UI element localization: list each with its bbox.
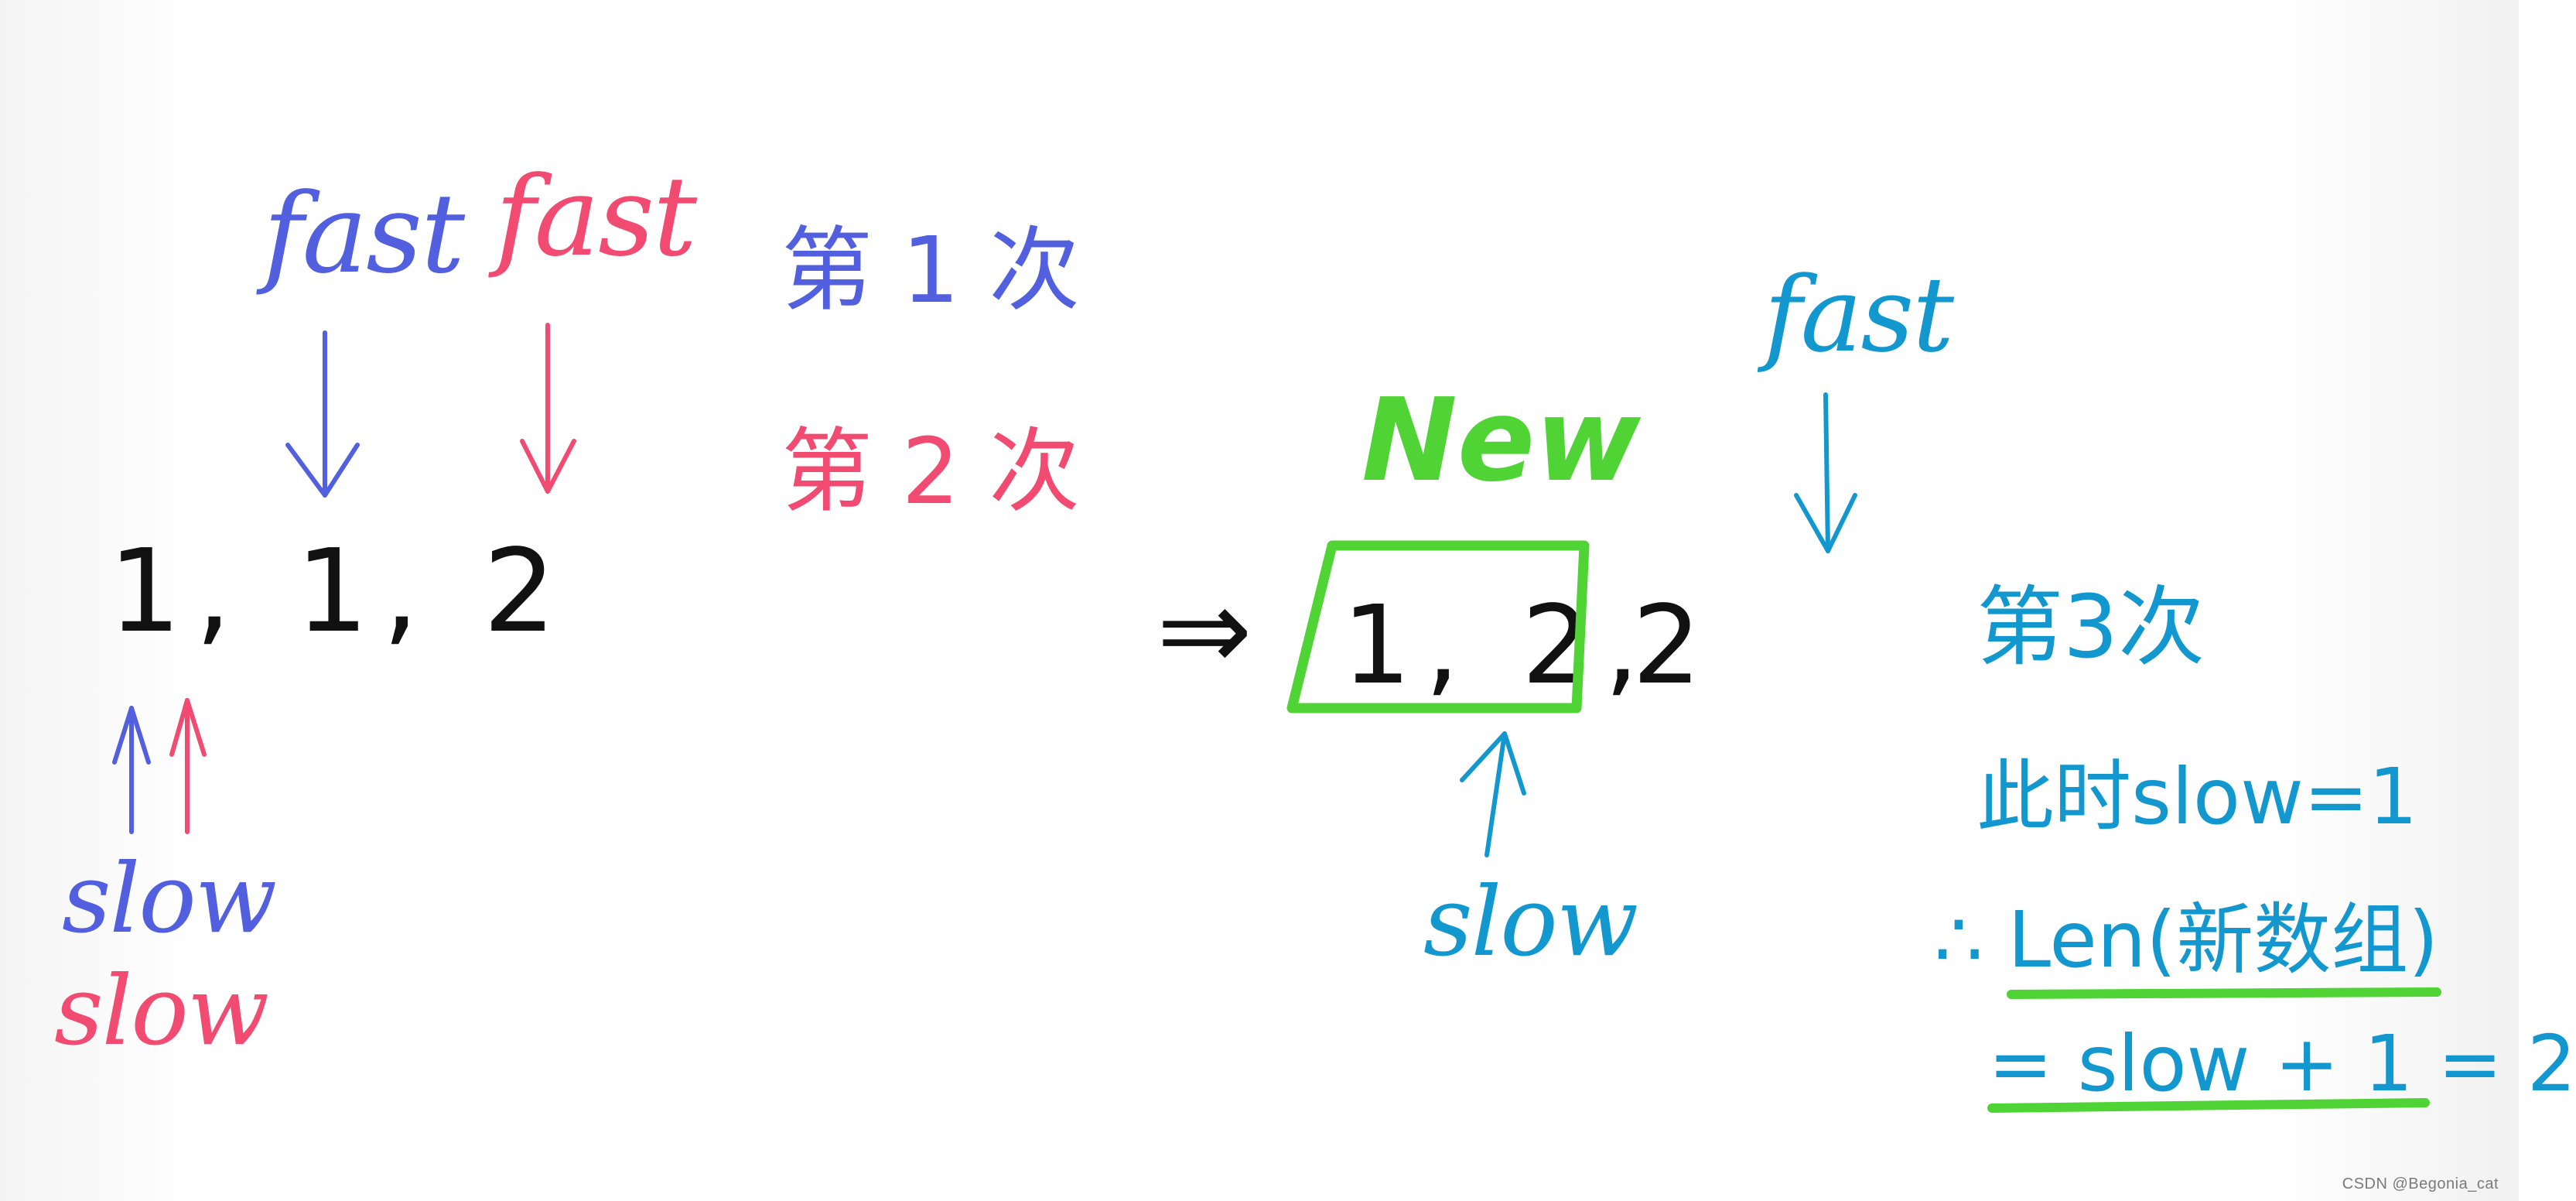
slow-label-blue: slow bbox=[62, 843, 277, 955]
round-1-label: 第 1 次 bbox=[781, 217, 1081, 323]
teal-fast-arrow bbox=[1794, 392, 1857, 553]
watermark: CSDN @Begonia_cat bbox=[2342, 1175, 2499, 1192]
original-array: 1, 1, 2 bbox=[108, 525, 570, 658]
fast-label-blue: fast bbox=[263, 170, 465, 298]
pink-fast-arrow bbox=[520, 323, 576, 494]
new-label: New bbox=[1361, 374, 1641, 507]
fast-label-pink: fast bbox=[495, 153, 697, 281]
diagram-strokes bbox=[112, 323, 2441, 1113]
blue-slow-arrow bbox=[112, 706, 151, 834]
round-3-label: 第3次 bbox=[1976, 577, 2205, 678]
note-length-result: = slow + 1 = 2 bbox=[1988, 1018, 2576, 1109]
round-2-label: 第 2 次 bbox=[781, 418, 1081, 525]
blue-fast-arrow bbox=[285, 330, 360, 498]
slow-label-pink: slow bbox=[54, 956, 269, 1067]
note-underlines bbox=[1987, 987, 2441, 1113]
teal-slow-arrow bbox=[1460, 731, 1526, 857]
slow-label-teal: slow bbox=[1423, 867, 1638, 978]
implies-arrow: ⇒ bbox=[1156, 563, 1253, 696]
note-slow-value: 此时slow=1 bbox=[1976, 751, 2418, 842]
new-array-tail: 2 bbox=[1632, 583, 1702, 709]
pink-slow-arrow bbox=[169, 698, 207, 834]
new-array-boxed: 1, 2, bbox=[1342, 583, 1653, 709]
note-length-label: ∴ Len(新数组) bbox=[1934, 895, 2439, 985]
fast-label-teal: fast bbox=[1764, 255, 1954, 375]
new-array-box bbox=[1286, 540, 1590, 713]
